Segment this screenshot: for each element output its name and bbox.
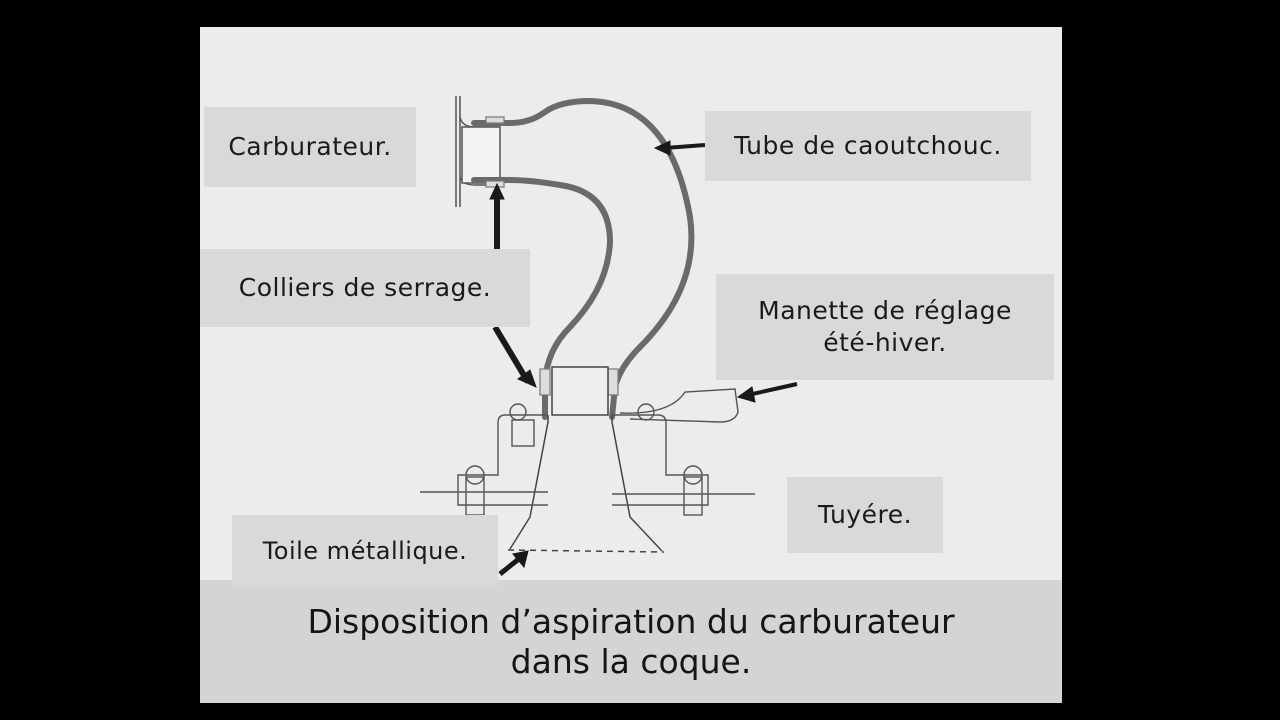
rubber-hose — [471, 97, 695, 420]
label-carburateur: Carburateur. — [204, 107, 416, 187]
diagram-slide: Carburateur. Tube de caoutchouc. Collier… — [200, 27, 1062, 703]
label-toile-text: Toile métallique. — [262, 537, 468, 565]
label-toile-metallique: Toile métallique. — [232, 515, 498, 587]
carburetor-flange — [455, 96, 501, 207]
label-colliers-text: Colliers de serrage. — [238, 273, 492, 302]
mounting-brackets — [420, 388, 755, 516]
label-manette-de-reglage: Manette de réglage été-hiver. — [716, 274, 1054, 380]
label-carburateur-text: Carburateur. — [228, 132, 392, 161]
diagram-caption: Disposition d’aspiration du carburateur … — [200, 580, 1062, 703]
label-colliers-de-serrage: Colliers de serrage. — [200, 249, 530, 327]
label-tube-de-caoutchouc: Tube de caoutchouc. — [705, 111, 1031, 181]
carburetor-intake-drawing — [420, 96, 798, 576]
label-manette-line1: Manette de réglage — [758, 296, 1012, 325]
caption-line2: dans la coque. — [510, 641, 752, 681]
label-arrows — [489, 140, 798, 576]
label-tuyere-text: Tuyére. — [817, 500, 913, 529]
caption-line1: Disposition d’aspiration du carburateur — [307, 601, 955, 641]
label-tube-text: Tube de caoutchouc. — [734, 131, 1002, 160]
label-tuyere: Tuyére. — [787, 477, 943, 553]
nozzle — [507, 366, 665, 553]
hose-clamps — [485, 116, 619, 396]
label-manette-line2: été-hiver. — [823, 328, 947, 357]
